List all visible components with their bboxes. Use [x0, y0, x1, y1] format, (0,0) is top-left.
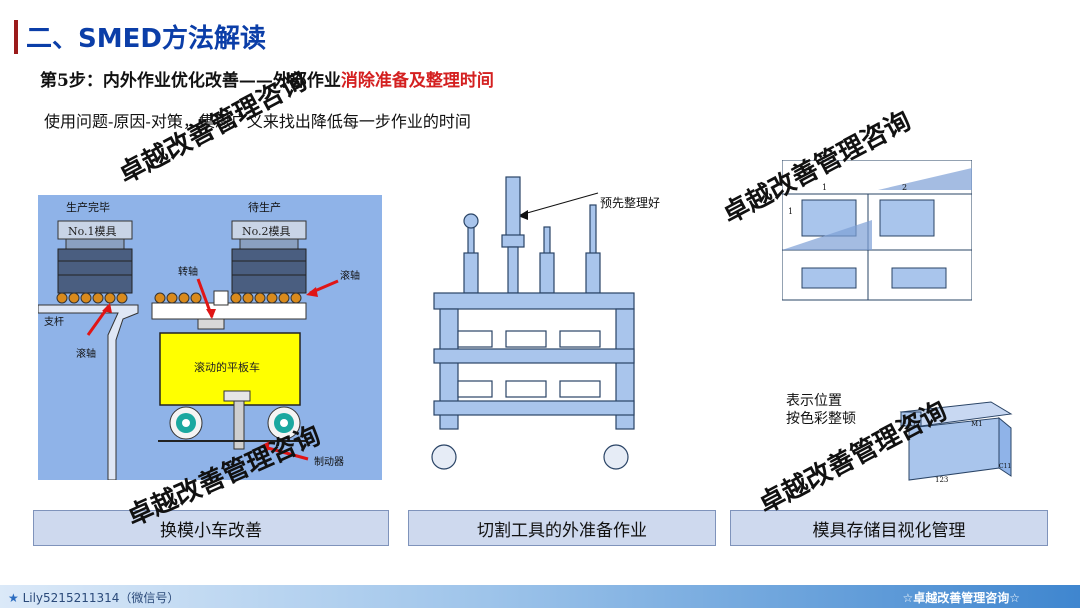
shelf-label-1b: 1: [822, 183, 827, 192]
colored-mold-illustration: A11 M1 C11 123: [899, 401, 1013, 484]
mold-annotation-line1: 表示位置: [786, 393, 842, 409]
footer-contact: ★ Lily5215211314（微信号）: [8, 591, 180, 605]
caption-cart: 换模小车改善: [33, 510, 389, 546]
step-description: 使用问题-原因-对策，集思广义来找出降低每一步作业的时间: [44, 112, 471, 131]
mold-annotation-line2: 按色彩整顿: [786, 411, 856, 427]
label-roller-left: 滚轴: [76, 347, 96, 360]
mold-label-m1: M1: [971, 420, 983, 428]
shelf-label-a: A: [805, 165, 812, 174]
mold-label-123: 123: [935, 476, 948, 484]
label-shaft: 转轴: [178, 265, 198, 278]
tool-annotation: 预先整理好的切割工具: [600, 195, 660, 210]
brake: [223, 390, 251, 402]
mold-right-body: [231, 248, 307, 294]
label-brake: 制动器: [314, 455, 344, 468]
cart-plate: [151, 302, 307, 320]
tool-cart-frame: [431, 292, 635, 470]
shelf-label-1: 1: [788, 207, 793, 216]
label-roller-right: 滚轴: [340, 269, 360, 282]
shaft: [197, 318, 225, 330]
mold-label-c11: C11: [999, 463, 1011, 470]
caption-storage: 模具存储目视化管理: [730, 510, 1048, 546]
step-heading: 第5步：内外作业优化改善——外部作业消除准备及整理时间: [40, 66, 494, 91]
mold-shelf-illustration: A 1 2 1: [782, 160, 972, 301]
label-support: 支杆: [44, 316, 64, 328]
title-accent-bar: [14, 20, 18, 54]
footer-brand: ☆卓越改善管理咨询☆: [902, 591, 1020, 605]
cart-illustration-panel: 生产完毕 待生产 No.1模具 支杆 滚轴 No.2模具: [37, 195, 382, 481]
mold-label-a11: A11: [906, 420, 921, 428]
mold-left-body: [57, 248, 133, 294]
shelf-mold-2: [879, 199, 935, 237]
mold-annotation: 表示位置 按色彩整顿: [786, 392, 856, 428]
mold-left-label: No.1模具: [68, 225, 117, 238]
mold-left-neck: [65, 238, 125, 250]
label-cart: 滚动的平板车: [194, 360, 260, 374]
caption-tools: 切割工具的外准备作业: [408, 510, 716, 546]
support-bar: [37, 304, 139, 481]
page-title: 二、SMED方法解读: [26, 24, 266, 54]
label-waiting: 待生产: [248, 200, 281, 214]
shelf-label-2: 2: [902, 183, 907, 192]
step-label: 第5步：内外作业优化改善——外部作业: [40, 71, 341, 91]
footer-bar: [0, 585, 1080, 608]
cutting-tools: [463, 176, 601, 294]
left-rollers: [56, 292, 128, 304]
mold-right-label: No.2模具: [242, 225, 291, 238]
label-done: 生产完毕: [66, 200, 110, 214]
cart-illustration: 生产完毕 待生产 No.1模具 支杆 滚轴 No.2模具: [37, 200, 360, 481]
tool-cart-illustration: 预先整理好的切割工具: [431, 176, 660, 470]
step-highlight: 消除准备及整理时间: [340, 71, 494, 91]
star-icon: ★: [8, 591, 23, 605]
